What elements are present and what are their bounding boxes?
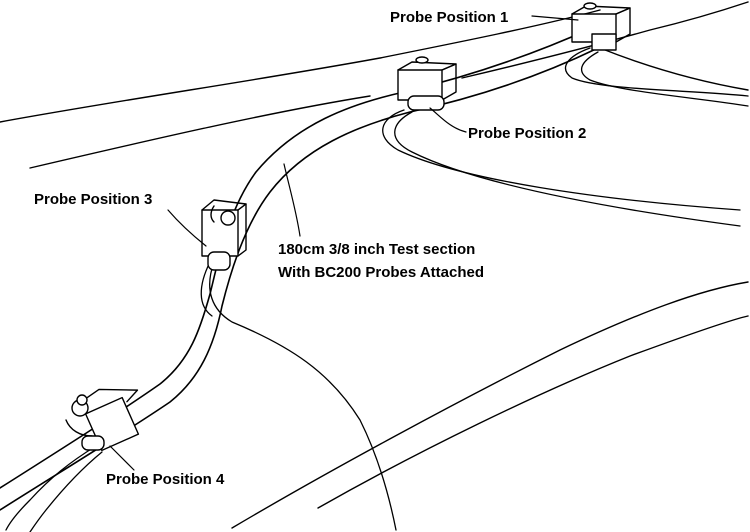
probe-cables bbox=[5, 47, 749, 532]
leader-probe-4 bbox=[109, 445, 135, 471]
probe-2-clamp bbox=[397, 56, 457, 111]
probe-4-clamp bbox=[65, 388, 140, 452]
probe-3-clamp bbox=[201, 199, 247, 271]
probe-4-label: Probe Position 4 bbox=[106, 471, 225, 488]
caption-line-2: With BC200 Probes Attached bbox=[278, 264, 484, 281]
leader-probe-3 bbox=[167, 209, 207, 247]
probe-2-label: Probe Position 2 bbox=[468, 125, 586, 142]
leader-caption bbox=[283, 163, 301, 237]
leader-probe-1 bbox=[531, 15, 579, 21]
leader-lines bbox=[109, 15, 579, 471]
probe-3-label: Probe Position 3 bbox=[34, 191, 152, 208]
probe-1-clamp bbox=[571, 2, 631, 51]
caption-line-1: 180cm 3/8 inch Test section bbox=[278, 241, 475, 258]
leader-probe-2 bbox=[429, 107, 467, 133]
probe-1-label: Probe Position 1 bbox=[390, 9, 508, 26]
